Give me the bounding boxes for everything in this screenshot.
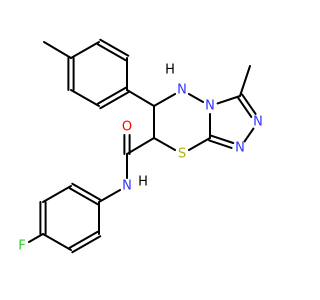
bond-c3-ch3_triazole — [239, 65, 251, 97]
atom-label-n1: N — [235, 141, 245, 156]
bond-n4-c3 — [216, 95, 241, 105]
atom-label-n4: N — [205, 99, 215, 114]
bond-tol_c3-tol_c4-b — [96, 86, 127, 105]
bond-n5-n4 — [187, 92, 205, 104]
bond-layer — [27, 38, 257, 254]
atom-label-n2: N — [253, 115, 263, 130]
bond-fph_c4-f — [27, 233, 44, 244]
bond-fph_c5-fph_c6-a — [71, 235, 102, 254]
atom-label-n_amide: N — [122, 179, 132, 194]
bond-fph_c1-fph_c2-a — [71, 182, 102, 201]
bond-c8a-s — [187, 137, 211, 152]
bond-tol_c5-tol_c6-b — [96, 43, 127, 62]
atom-label-s: S — [178, 147, 186, 162]
atom-label-h_amide: H — [138, 175, 148, 190]
bond-n_amide-fph_c1 — [98, 188, 122, 203]
bond-tol_c3-tol_c4-a — [99, 91, 130, 110]
atom-label-h_n5: H — [165, 63, 175, 78]
atom-label-f: F — [18, 239, 25, 254]
bond-tol_c6-tol_c1 — [70, 41, 100, 59]
bond-n1-c8a-b — [208, 139, 233, 149]
bond-n1-c8a-a — [209, 134, 235, 144]
bond-tol_c2-tol_c3 — [70, 89, 100, 107]
atom-label-n5: N — [177, 83, 187, 98]
bond-c7-c_amide — [126, 137, 155, 155]
bond-tol_c5-tol_c6-a — [99, 38, 130, 57]
bond-fph_c1-fph_c2-b — [68, 187, 99, 206]
bond-s-c7 — [153, 137, 177, 152]
bond-ch3_tolyl-tol_c1 — [43, 41, 72, 59]
atom-label-o: O — [122, 120, 132, 135]
bond-c6-n5 — [153, 92, 177, 107]
bond-c3-n2-b — [241, 93, 257, 115]
bond-fph_c4-fph_c5 — [42, 233, 72, 251]
bond-fph_c2-fph_c3 — [42, 185, 72, 203]
bond-c3-n2-a — [236, 96, 253, 118]
bond-tol_c4-c6 — [126, 89, 155, 107]
bond-n2-n1 — [243, 127, 255, 143]
bond-fph_c5-fph_c6-b — [68, 230, 99, 249]
